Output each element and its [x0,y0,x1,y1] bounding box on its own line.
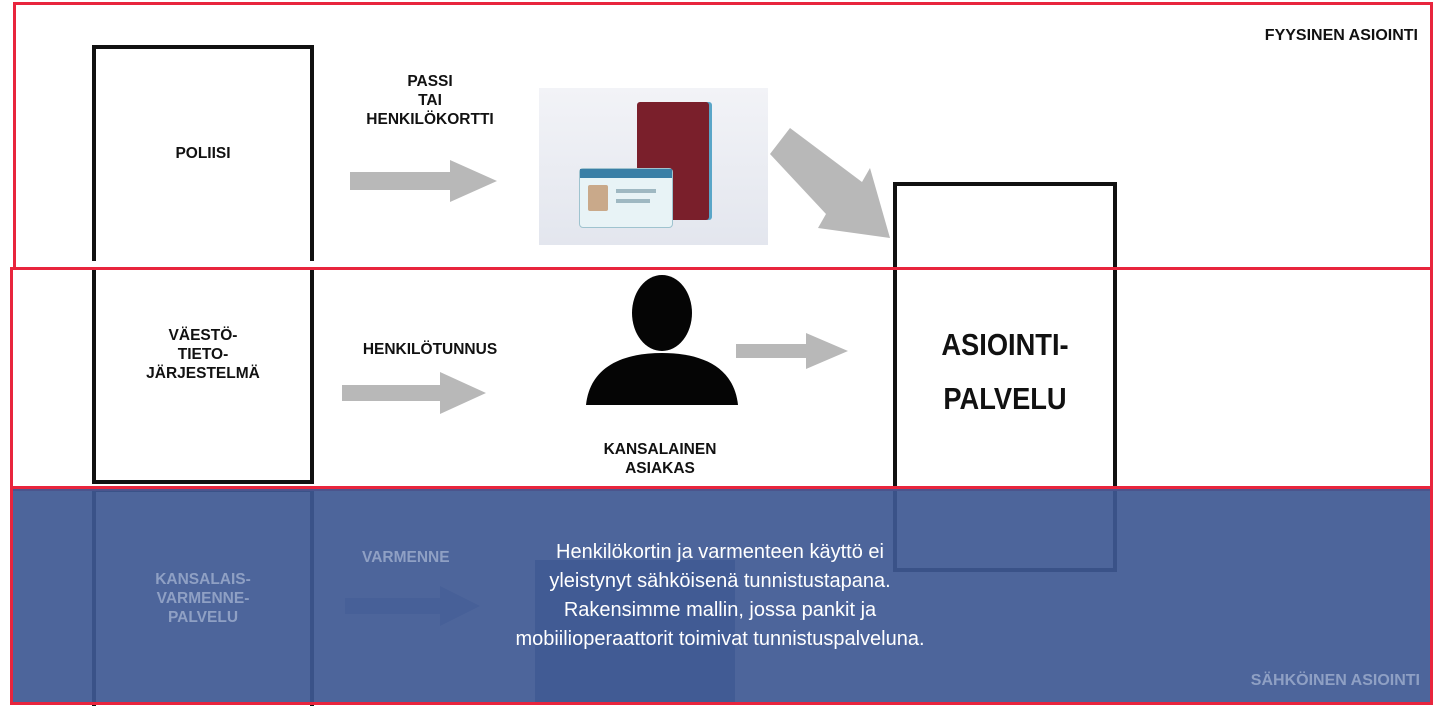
overlay-message: Henkilökortin ja varmenteen käyttö ei yl… [515,541,925,650]
person-icon [586,275,738,405]
passport-id-image [539,88,768,245]
arrow-passport [350,160,497,202]
passport-flow-label: PASSI TAI HENKILÖKORTTI [366,73,494,128]
arrow-personal-id [342,372,486,414]
citizen-label: KANSALAINEN ASIAKAS [603,441,717,477]
middle-band [10,267,1433,491]
electronic-band-label: SÄHKÖINEN ASIOINTI [1250,672,1420,689]
police-box [92,45,314,261]
population-system-box [92,268,314,484]
electronic-band [10,486,1433,705]
population-system-label: VÄESTÖ- TIETO- JÄRJESTELMÄ [146,327,260,382]
certificate-flow-label: VARMENNE [362,549,450,566]
arrow-card-to-service [770,128,890,238]
electronic-band-overlay [10,488,1433,703]
id-card-icon [579,168,673,228]
police-label: POLIISI [175,145,231,162]
service-label: ASIOINTI- PALVELU [941,327,1069,416]
citizen-cert-label: KANSALAIS- VARMENNE- PALVELU [155,571,251,626]
personal-id-flow-label: HENKILÖTUNNUS [362,341,498,358]
arrow-to-service [736,333,848,369]
physical-band-label: FYYSINEN ASIOINTI [1264,27,1418,44]
